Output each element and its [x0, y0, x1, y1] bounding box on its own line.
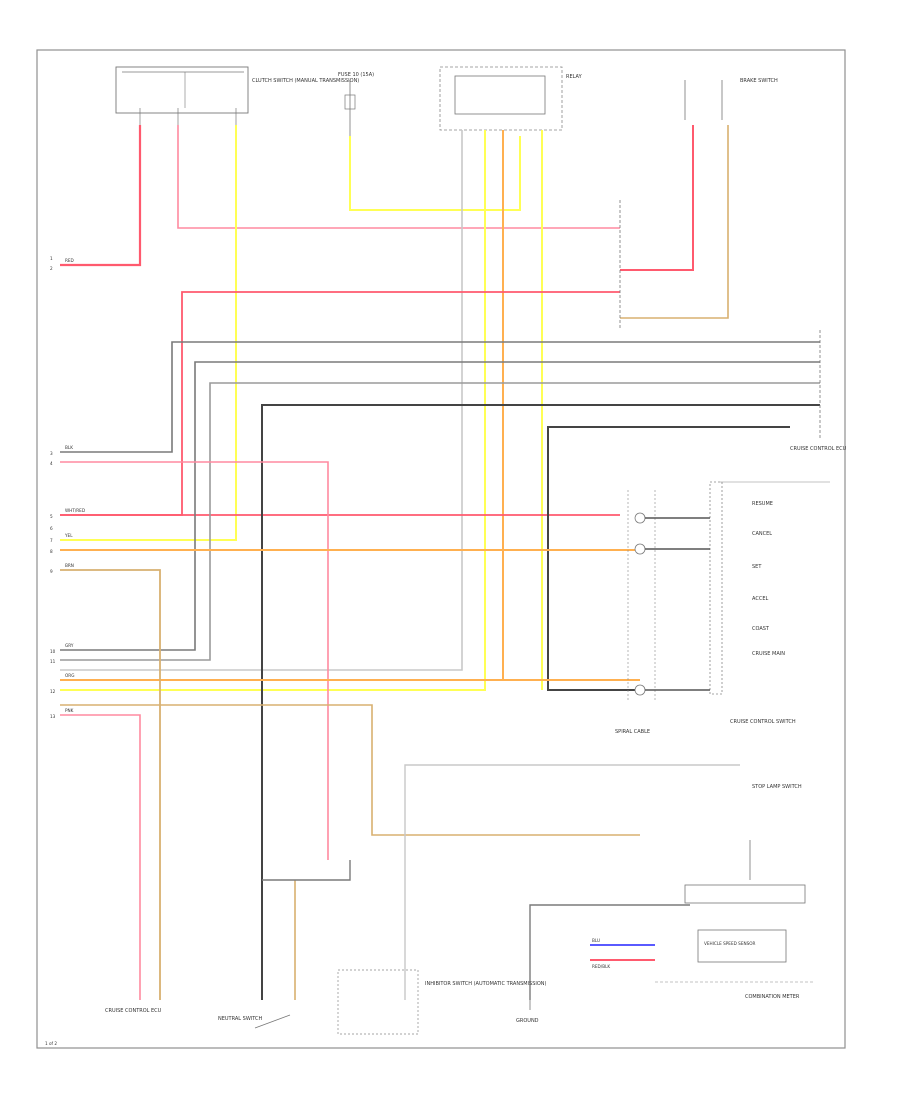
- wire-red-long: [60, 291, 620, 516]
- wire-gray-2: [60, 361, 820, 651]
- wire-gray-3: [60, 382, 820, 661]
- wire-label-red-blk: RED/BLK: [592, 964, 610, 969]
- left-connector: 1 2 3 4 5 6 7 8 9 10 11 12 13: [50, 256, 56, 719]
- switch-item-0: RESUME: [752, 501, 773, 507]
- terminal-13: 13: [50, 714, 56, 719]
- terminal-10: 10: [50, 649, 56, 654]
- clutch-switch-label: CLUTCH SWITCH (MANUAL TRANSMISSION): [252, 78, 359, 84]
- terminal-3: 3: [50, 451, 53, 456]
- wire-label-wht-red: WHT/RED: [65, 508, 85, 513]
- terminal-9: 9: [50, 569, 53, 574]
- terminal-4: 4: [50, 461, 53, 466]
- wire-yellow-clutch: [60, 125, 237, 541]
- cruise-ecu-bottom-label: CRUISE CONTROL ECU: [105, 1008, 162, 1014]
- wire-label-blk: BLK: [65, 445, 73, 450]
- terminal-5: 5: [50, 514, 53, 519]
- switch-item-4: COAST: [752, 626, 770, 632]
- ground-symbol: GROUND: [516, 1000, 539, 1024]
- wire-light-gray-relay: [60, 130, 463, 671]
- combination-meter-label: COMBINATION METER: [745, 994, 800, 1000]
- wire-pink-left: [60, 714, 141, 1000]
- spiral-cable-label: SPIRAL CABLE: [615, 729, 650, 735]
- wire-label-pnk: PNK: [65, 708, 74, 713]
- wire-yellow-fuse: [349, 136, 521, 211]
- wire-tan-brake: [620, 125, 729, 319]
- wire-label-brn: BRN: [65, 563, 74, 568]
- wire-dark-gray: [261, 404, 820, 1000]
- switch-item-3: ACCEL: [752, 596, 768, 602]
- inhibitor-switch-label: INHIBITOR SWITCH (AUTOMATIC TRANSMISSION…: [425, 981, 547, 987]
- wire-label-org: ORG: [65, 673, 74, 678]
- wire-gray-1: [60, 341, 820, 453]
- wire-label-gry: GRY: [65, 643, 74, 648]
- wire-pink-clutch: [177, 125, 620, 229]
- wire-red-left: [60, 125, 142, 267]
- ground-label: GROUND: [516, 1018, 539, 1024]
- fuse-top-label: FUSE 10 (15A): [338, 72, 374, 78]
- wire-gray-ground: [529, 904, 690, 1000]
- brake-switch: BRAKE SWITCH: [684, 78, 778, 120]
- wire-label-blu: BLU: [592, 938, 600, 943]
- wire-pink-neutral: [60, 461, 329, 860]
- wire-gray-neutral: [262, 860, 351, 881]
- wire-dark-gray-2: [547, 426, 790, 691]
- page-ref: 1 of 2: [45, 1041, 57, 1046]
- clutch-switch: CLUTCH SWITCH (MANUAL TRANSMISSION): [115, 66, 359, 125]
- terminal-11: 11: [50, 659, 56, 664]
- stop-lamp-label: STOP LAMP SWITCH: [752, 784, 802, 790]
- connector-right-top: CRUISE CONTROL ECU: [619, 200, 847, 452]
- terminal-6: 6: [50, 526, 53, 531]
- terminal-7: 7: [50, 538, 53, 543]
- wire-label-yel: YEL: [64, 533, 73, 538]
- relay-top-label: RELAY: [566, 74, 583, 80]
- wire-tan-left: [60, 569, 161, 1000]
- wire-tan-long: [60, 704, 640, 836]
- terminal-1: 1: [50, 256, 53, 261]
- terminal-2: 2: [50, 266, 53, 271]
- fuse-top: FUSE 10 (15A): [338, 72, 374, 136]
- speed-sensor-label: VEHICLE SPEED SENSOR: [704, 941, 756, 946]
- wire-yellow-relay1: [60, 130, 486, 691]
- switch-item-5: CRUISE MAIN: [752, 651, 785, 657]
- switch-item-2: SET: [752, 564, 762, 570]
- diagram-frame: [36, 49, 846, 1049]
- neutral-switch-label: NEUTRAL SWITCH: [218, 1016, 263, 1022]
- cruise-control-switch-label: CRUISE CONTROL SWITCH: [730, 719, 796, 725]
- wire-red-brake: [620, 125, 694, 271]
- relay-top: RELAY: [439, 66, 583, 131]
- terminal-12: 12: [50, 689, 56, 694]
- wire-label-red: RED: [65, 258, 74, 263]
- neutral-switch: NEUTRAL SWITCH INHIBITOR SWITCH (AUTOMAT…: [218, 969, 547, 1035]
- wire-light-gray-meter: [404, 764, 740, 1000]
- combination-meter: VEHICLE SPEED SENSOR COMBINATION METER S…: [655, 784, 815, 1000]
- cruise-control-switch: RESUME CANCEL SET ACCEL COAST CRUISE MAI…: [615, 481, 830, 735]
- terminal-8: 8: [50, 549, 53, 554]
- switch-item-1: CANCEL: [752, 531, 772, 537]
- cruise-ecu-top-label: CRUISE CONTROL ECU: [790, 446, 847, 452]
- brake-switch-label: BRAKE SWITCH: [740, 78, 778, 84]
